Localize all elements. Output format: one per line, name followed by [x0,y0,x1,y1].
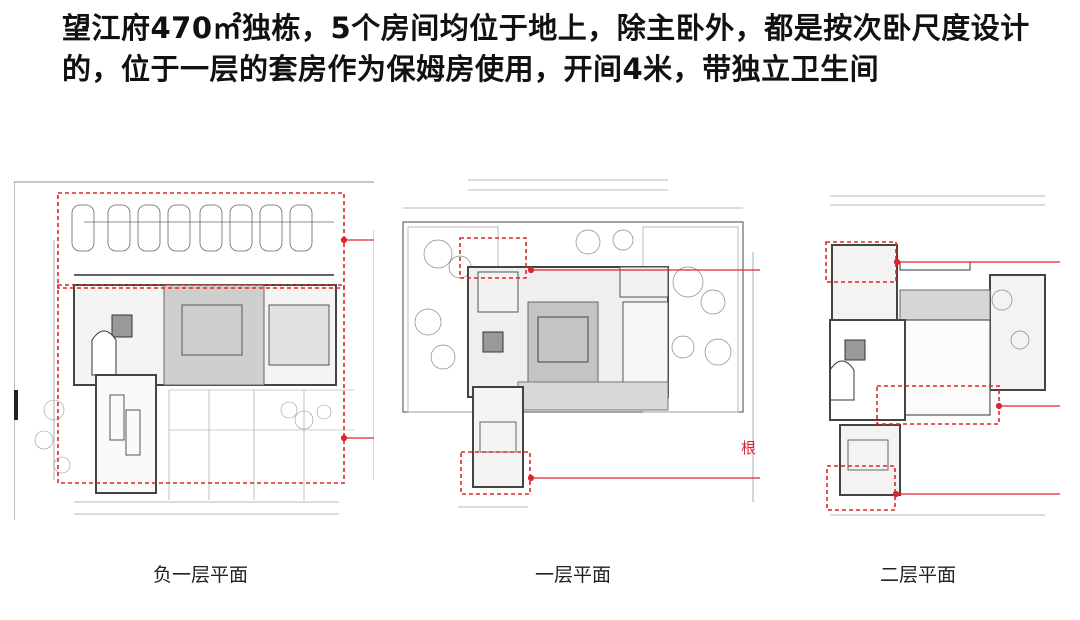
cropped-side-note: 根 [741,439,757,457]
headline-title: 望江府470㎡独栋，5个房间均位于地上，除主卧外，都是按次卧尺度设计的，位于一层… [62,11,1030,86]
second-plan-caption: 二层平面 [880,564,957,586]
basement-floor-plan [14,180,374,525]
ground-plan-caption: 一层平面 [535,564,612,586]
basement-plan-caption: 负一层平面 [153,564,249,586]
ground-floor-plan [398,172,760,522]
second-floor-plan [820,190,1060,525]
